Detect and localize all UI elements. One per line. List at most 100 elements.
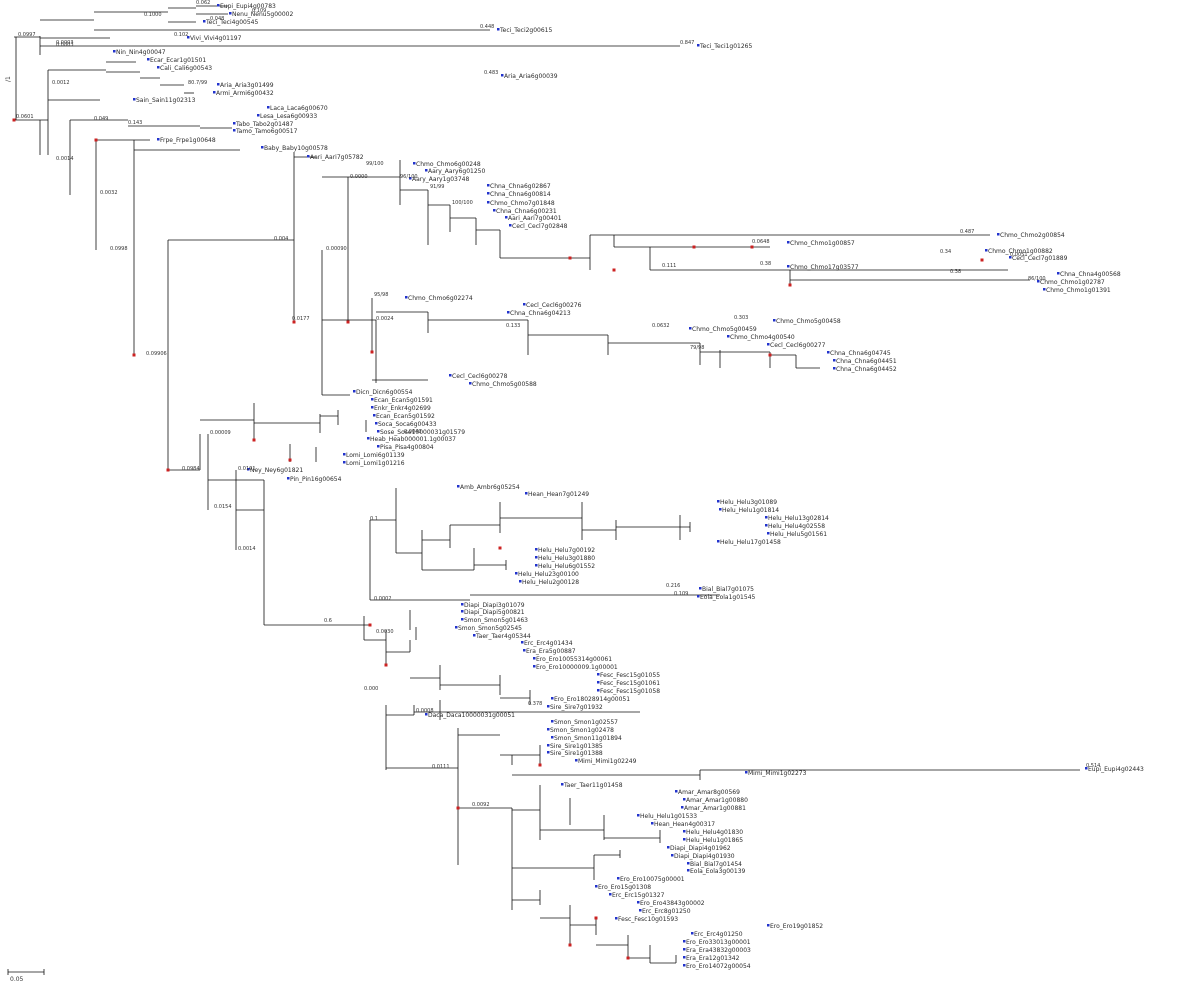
leaf-marker — [413, 162, 416, 165]
leaf-label: Sain_Sain11g02313 — [136, 97, 196, 104]
tree-branches — [14, 5, 1080, 964]
leaf-label: Erc_Erc4g01434 — [524, 640, 573, 647]
leaf-marker — [353, 390, 356, 393]
internal-node-marker — [788, 283, 792, 287]
branch-value-label: 0.0012 — [52, 80, 70, 86]
support-value-label: 79/98 — [690, 345, 704, 351]
leaf-marker — [667, 846, 670, 849]
internal-node-marker — [692, 245, 696, 249]
leaf-marker — [551, 697, 554, 700]
support-value-label: 91/99 — [430, 184, 444, 190]
leaf-label: Ero_Ero18028914g00051 — [554, 696, 630, 703]
branch-value-label: 0.143 — [128, 120, 142, 126]
leaf-marker — [367, 437, 370, 440]
leaf-marker — [547, 705, 550, 708]
leaf-marker — [217, 83, 220, 86]
leaf-marker — [683, 798, 686, 801]
tip-branch-value-label: 0.048 — [210, 16, 224, 22]
tip-branch-value-label: 0.0051 — [1010, 252, 1028, 258]
tip-branch-value-label: 0.487 — [960, 229, 974, 235]
leaf-label: Lomi_Lomi1g01216 — [346, 460, 405, 467]
leaf-marker — [217, 4, 220, 7]
leaf-label: Helu_Helu4g01830 — [686, 829, 743, 836]
leaf-label: Helu_Helu1g01814 — [722, 507, 779, 514]
leaf-marker — [261, 146, 264, 149]
leaf-label: Helu_Helu3g01880 — [538, 555, 595, 562]
leaf-marker — [157, 138, 160, 141]
support-value-label: 99/100 — [366, 161, 384, 167]
leaf-marker — [533, 657, 536, 660]
leaf-label: Armi_Armi6g00432 — [216, 90, 274, 97]
leaf-label: Smon_Smon11g01894 — [554, 735, 622, 742]
leaf-marker — [287, 477, 290, 480]
leaf-label: Lesa_Lesa6g00933 — [260, 113, 317, 120]
internal-node-marker — [594, 916, 598, 920]
branch-value-label: 0.0032 — [100, 190, 118, 196]
leaf-marker — [519, 580, 522, 583]
leaf-label: Ecan_Ecan5g01591 — [374, 397, 433, 404]
leaf-marker — [473, 634, 476, 637]
leaf-marker — [461, 618, 464, 621]
leaf-marker — [377, 430, 380, 433]
leaf-marker — [651, 822, 654, 825]
tip-branch-value-label: 0.109 — [252, 8, 266, 14]
leaf-label: Eola_Eola1g01545 — [700, 594, 756, 601]
branch-value-label: 0.0154 — [214, 504, 232, 510]
branch-value-label: 0.0177 — [292, 316, 310, 322]
support-value-label: 80.7/99 — [188, 80, 207, 86]
leaf-label: Helu_Helu6g01552 — [538, 563, 595, 570]
leaf-marker — [683, 830, 686, 833]
leaf-label: Ero_Ero15g01308 — [598, 884, 651, 891]
leaf-label: Helu_Helu4g02558 — [768, 523, 825, 530]
leaf-marker — [787, 265, 790, 268]
leaf-label: Chmo_Chmo5g00458 — [776, 318, 841, 325]
tip-branch-value-label: 0.847 — [680, 40, 694, 46]
leaf-marker — [247, 468, 250, 471]
leaf-label: Sire_Sire1g01385 — [550, 743, 603, 750]
leaf-marker — [675, 790, 678, 793]
leaf-marker — [133, 98, 136, 101]
leaf-label: Dicn_Dicn6g00554 — [356, 389, 413, 396]
leaf-marker — [1037, 280, 1040, 283]
branch-value-label: 0.049 — [94, 116, 108, 122]
leaf-label: Diapi_Diapi3g01079 — [464, 602, 525, 609]
tip-branch-value-label: 0.109 — [674, 591, 688, 597]
leaf-marker — [681, 806, 684, 809]
leaf-label: Ero_Ero10075g00001 — [620, 876, 685, 883]
internal-node-marker — [568, 943, 572, 947]
leaf-marker — [699, 587, 702, 590]
leaf-label: Chna_Chna4g00568 — [1060, 271, 1121, 278]
tip-branch-value-label: 0.514 — [1086, 763, 1100, 769]
leaf-label: Chna_Chna6g00814 — [490, 191, 551, 198]
leaf-label: Chmo_Chmo1g02787 — [1040, 279, 1105, 286]
tip-branch-value-label: 0.34 — [940, 249, 951, 255]
leaf-labels: Eupi_Eupi4g00783Nenu_Nenu5g00002Teci_Tec… — [116, 3, 1144, 970]
leaf-marker — [547, 744, 550, 747]
leaf-label: Ecan_Ecan5g01592 — [376, 413, 435, 420]
leaf-label: Amar_Amar1g00880 — [686, 797, 748, 804]
leaf-label: Chna_Chna6g04213 — [510, 310, 571, 317]
leaf-marker — [455, 626, 458, 629]
internal-node-marker — [94, 138, 98, 142]
leaf-label: Baby_Baby10g00578 — [264, 145, 328, 152]
leaf-marker — [523, 303, 526, 306]
leaf-marker — [257, 114, 260, 117]
leaf-marker — [377, 445, 380, 448]
leaf-marker — [745, 771, 748, 774]
leaf-label: Laca_Laca6g00670 — [270, 105, 328, 112]
leaf-label: Chmo_Chmo6g00248 — [416, 161, 481, 168]
leaf-marker — [373, 414, 376, 417]
leaf-marker — [717, 500, 720, 503]
leaf-label: Bial_Bial7g01454 — [690, 861, 742, 868]
leaf-label: Aria_Aria6g00039 — [504, 73, 558, 80]
leaf-label: Aary_Aary1g03748 — [412, 176, 469, 183]
leaf-label: Teci_Teci4g00545 — [205, 19, 259, 26]
leaf-label: Enkr_Enkr4g02699 — [374, 405, 431, 412]
tip-branch-value-label: 0.102 — [174, 32, 188, 38]
leaf-label: Nin_Nin4g00047 — [116, 49, 166, 56]
leaf-marker — [497, 28, 500, 31]
leaf-marker — [505, 216, 508, 219]
branch-value-label: 0.0101 — [238, 466, 256, 472]
leaf-marker — [1043, 288, 1046, 291]
leaf-marker — [833, 359, 836, 362]
